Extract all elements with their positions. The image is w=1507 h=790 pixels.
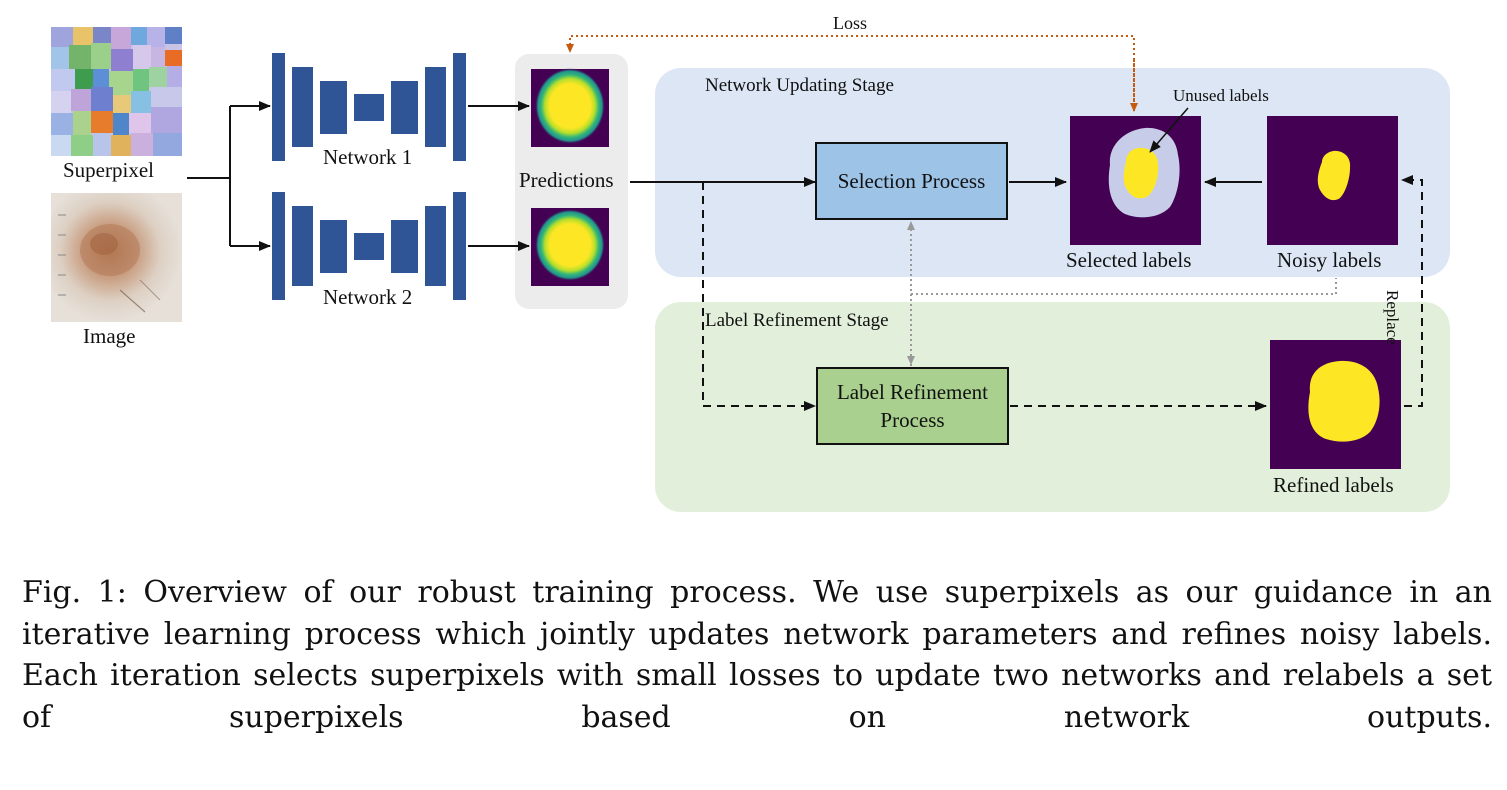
superpixel-image xyxy=(51,27,182,156)
dermoscopy-image xyxy=(51,193,182,322)
label-refinement-stage-label: Label Refinement Stage xyxy=(705,310,889,331)
prediction-mask-1 xyxy=(531,68,609,147)
unused-labels-label: Unused labels xyxy=(1173,86,1269,105)
selected-labels-label: Selected labels xyxy=(1066,248,1192,272)
predictions-label: Predictions xyxy=(519,168,614,192)
label-refinement-process-line1: Label Refinement xyxy=(836,380,989,404)
network-updating-stage-panel xyxy=(655,68,1450,277)
network-1-blocks xyxy=(272,53,466,161)
network-2-label: Network 2 xyxy=(323,285,413,309)
network-2-blocks xyxy=(272,192,466,300)
noisy-labels-label: Noisy labels xyxy=(1277,248,1382,272)
replace-label: Replace xyxy=(1383,290,1402,345)
pipeline-figure: Superpixel Image Network 1 Network 2 Pre… xyxy=(51,13,1450,512)
refined-labels-label: Refined labels xyxy=(1273,473,1394,497)
noisy-labels-image xyxy=(1267,116,1398,245)
selected-labels-image xyxy=(1070,116,1201,245)
superpixel-label: Superpixel xyxy=(63,158,154,182)
caption-text: Fig. 1: Overview of our robust training … xyxy=(22,575,1492,735)
network-updating-stage-label: Network Updating Stage xyxy=(705,75,894,96)
label-refinement-process-line2: Process xyxy=(880,408,945,432)
label-refinement-process-box: Label Refinement Process xyxy=(816,367,1009,445)
figure-caption: Fig. 1: Overview of our robust training … xyxy=(22,572,1492,780)
refined-labels-image xyxy=(1270,340,1401,469)
selection-process-label: Selection Process xyxy=(837,169,986,193)
selection-process-box: Selection Process xyxy=(815,142,1008,220)
image-label: Image xyxy=(83,324,136,348)
prediction-mask-2 xyxy=(531,208,609,286)
figure-graphics xyxy=(51,27,1450,512)
network-1-label: Network 1 xyxy=(323,145,413,169)
loss-label: Loss xyxy=(833,13,868,33)
